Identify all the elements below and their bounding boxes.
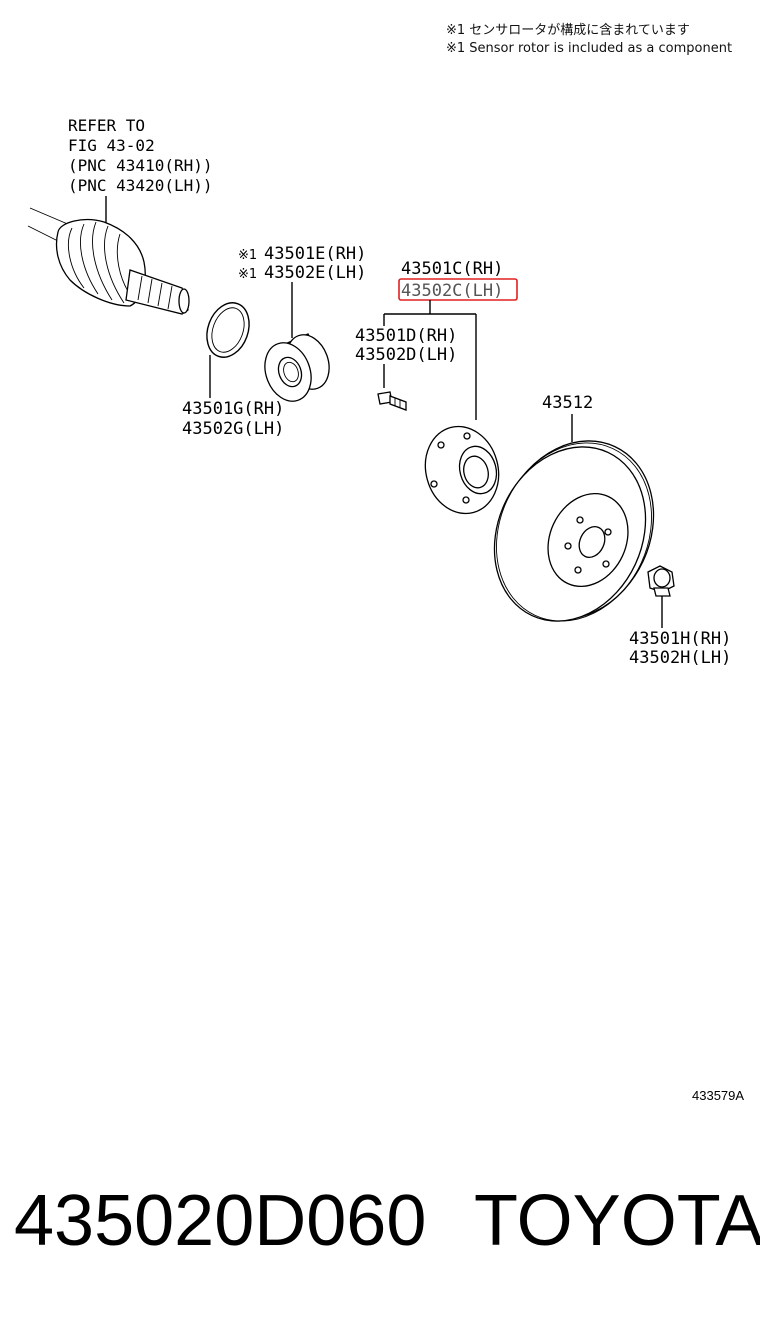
- disc-label: 43512: [542, 393, 593, 413]
- hub-nut-illustration: [647, 565, 675, 597]
- refer-line-2: FIG 43-02: [68, 136, 155, 155]
- footer-caption: 435020D060 TOYOTA: [0, 1180, 760, 1290]
- bearing-mark-rh: ※1: [238, 248, 257, 263]
- diagram-code: 433579A: [692, 1088, 744, 1103]
- hub-bolt-illustration: [377, 391, 407, 411]
- hub-illustration: [424, 425, 500, 515]
- snap-ring-label-lh: 43502G(LH): [182, 419, 284, 439]
- bearing-illustration: [264, 333, 330, 402]
- hub-nut-label-rh: 43501H(RH): [629, 629, 731, 649]
- drive-shaft-illustration: [27, 207, 190, 315]
- hub-nut-label-lh: 43502H(LH): [629, 648, 731, 668]
- bearing-label-lh: 43502E(LH): [264, 263, 366, 283]
- bearing-label-rh: 43501E(RH): [264, 244, 366, 264]
- hub-bolt-label-rh: 43501D(RH): [355, 326, 457, 346]
- footer-brand: TOYOTA: [474, 1181, 760, 1261]
- hub-bolt-label-lh: 43502D(LH): [355, 345, 457, 365]
- hub-label-lh-highlighted[interactable]: 43502C(LH): [401, 281, 503, 301]
- refer-line-4: (PNC 43420(LH)): [68, 176, 213, 195]
- refer-line-1: REFER TO: [68, 116, 145, 135]
- highlight-box: [398, 278, 518, 301]
- note-japanese: ※1 センサロータが構成に含まれています: [446, 22, 690, 38]
- snap-ring-label-rh: 43501G(RH): [182, 399, 284, 419]
- brake-disc-illustration: [493, 440, 655, 622]
- hub-label-rh: 43501C(RH): [401, 259, 503, 279]
- snap-ring-illustration: [206, 302, 250, 358]
- note-english: ※1 Sensor rotor is included as a compone…: [446, 41, 732, 56]
- refer-line-3: (PNC 43410(RH)): [68, 156, 213, 175]
- hub-leader-bracket: [383, 300, 477, 420]
- bearing-mark-lh: ※1: [238, 267, 257, 282]
- footer-part-number: 435020D060: [14, 1181, 427, 1261]
